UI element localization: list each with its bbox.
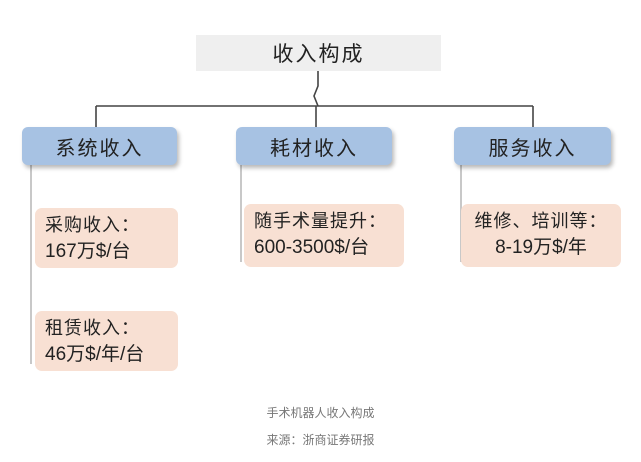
caption-title: 手术机器人收入构成 [266, 406, 375, 420]
category-label: 系统收入 [55, 135, 144, 160]
category-consumables-revenue: 耗材收入 [236, 127, 392, 165]
root-node: 收入构成 [196, 35, 441, 71]
leaf-title: 采购收入： [45, 215, 140, 236]
category-label: 服务收入 [488, 135, 577, 160]
root-label: 收入构成 [272, 42, 365, 66]
category-label: 耗材收入 [270, 135, 358, 160]
category-system-revenue: 系统收入 [22, 127, 177, 165]
caption-source: 来源：浙商证券研报 [266, 433, 375, 447]
leaf-title: 随手术量提升： [254, 211, 387, 232]
leaf-service: 维修、培训等： 8-19万$/年 [461, 204, 621, 267]
leaf-value: 46万$/年/台 [45, 344, 145, 365]
leaf-title: 维修、培训等： [474, 211, 608, 232]
leaf-lease-revenue: 租赁收入： 46万$/年/台 [35, 311, 178, 371]
leaf-value: 167万$/台 [45, 241, 131, 262]
leaf-value: 8-19万$/年 [495, 237, 587, 258]
leaf-title: 租赁收入： [45, 318, 140, 339]
leaf-value: 600-3500$/台 [254, 237, 370, 258]
category-service-revenue: 服务收入 [454, 127, 611, 165]
leaf-consumables: 随手术量提升： 600-3500$/台 [244, 204, 404, 267]
leaf-purchase-revenue: 采购收入： 167万$/台 [35, 208, 178, 268]
